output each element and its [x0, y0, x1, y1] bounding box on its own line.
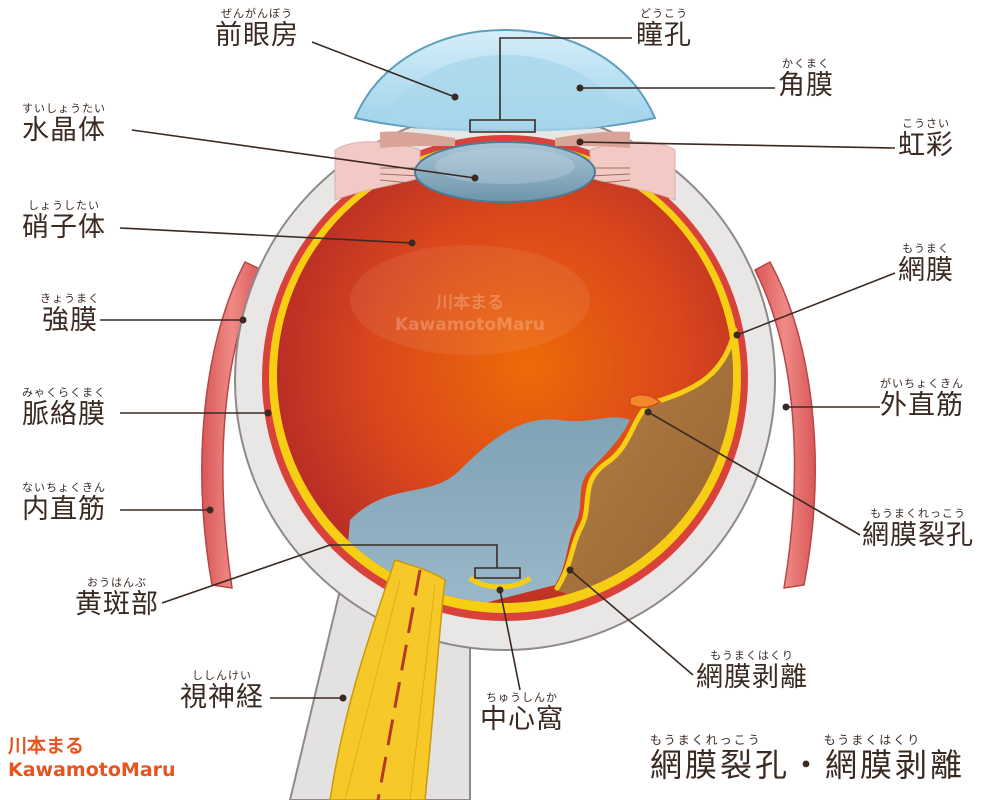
- optic-nerve: [329, 559, 446, 800]
- leader-lines: [100, 37, 896, 699]
- label-cornea: かくまく 角膜: [778, 57, 834, 101]
- label-choroid: みゃくらくまく 脈絡膜: [22, 386, 106, 430]
- label-optic-nerve: ししんけい 視神経: [180, 669, 264, 713]
- inner-watermark: 川本まる KawamotoMaru: [395, 292, 545, 336]
- label-lateral-rectus: がいちょくきん 外直筋: [880, 377, 964, 421]
- label-macula: おうはんぶ 黄斑部: [75, 576, 159, 620]
- medial-rectus-muscle: [201, 261, 264, 589]
- label-medial-rectus: ないちょくきん 内直筋: [22, 481, 106, 525]
- iris-left: [380, 131, 455, 148]
- detached-retina-line: [554, 327, 738, 591]
- iris-right: [555, 131, 630, 148]
- label-retina: もうまく 網膜: [898, 242, 954, 286]
- label-fovea: ちゅうしんか 中心窩: [480, 691, 564, 735]
- label-lens: すいしょうたい 水晶体: [22, 102, 106, 146]
- lateral-rectus-muscle: [753, 260, 816, 589]
- author-watermark: 川本まる KawamotoMaru: [8, 735, 176, 781]
- label-retinal-tear: もうまくれっこう 網膜裂孔: [862, 507, 974, 551]
- inner-watermark-line2: KawamotoMaru: [395, 315, 545, 336]
- label-iris: こうさい 虹彩: [898, 117, 954, 161]
- diagram-title: もうまくれっこうもうまくはくり 網膜裂孔・網膜剥離: [650, 733, 966, 784]
- retinal-tear: [629, 394, 662, 409]
- inner-watermark-line1: 川本まる: [435, 293, 504, 313]
- title-ruby: もうまくれっこうもうまくはくり: [650, 733, 922, 747]
- label-retinal-detachment: もうまくはくり 網膜剥離: [696, 649, 808, 693]
- label-sclera: きょうまく 強膜: [40, 292, 100, 336]
- crystalline-lens: [414, 141, 596, 203]
- label-pupil: どうこう 瞳孔: [636, 7, 692, 51]
- label-anterior-chamber: ぜんがんぼう 前眼房: [215, 7, 299, 51]
- anterior-chamber: [380, 55, 630, 132]
- label-vitreous: しょうしたい 硝子体: [22, 199, 106, 243]
